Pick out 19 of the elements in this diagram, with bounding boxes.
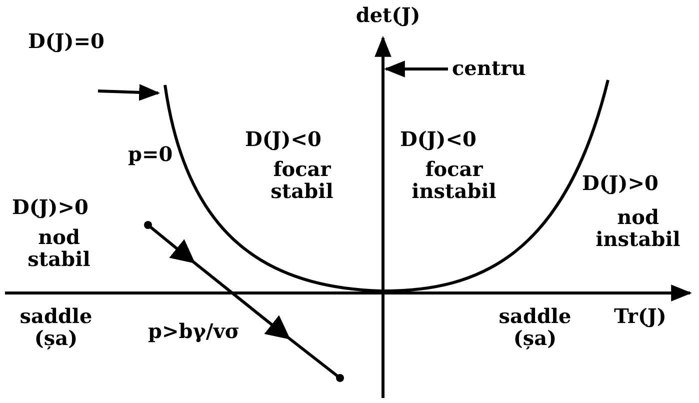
- parameter-label: p>bγ/vσ: [148, 320, 241, 342]
- region-label: focar stabil: [270, 158, 334, 202]
- axis-label: det(J): [354, 4, 422, 26]
- region-label: nod stabil: [26, 226, 92, 270]
- region-label: D(J)<0: [245, 128, 322, 150]
- leader-arrow: [384, 60, 448, 78]
- axis: [374, 36, 392, 398]
- region-label: D(J)>0: [582, 172, 660, 194]
- region-label: focar instabil: [410, 158, 498, 202]
- parameter-label: p=0: [128, 143, 174, 165]
- region-label: nod instabil: [594, 206, 682, 250]
- region-label: saddle (șa): [498, 305, 572, 349]
- region-label: D(J)<0: [400, 128, 478, 150]
- callout-label: D(J)=0: [28, 30, 168, 52]
- axis-label: Tr(J): [614, 305, 668, 327]
- leader-arrow: [98, 84, 160, 101]
- region-label: saddle (șa): [18, 305, 94, 349]
- region-label: D(J)>0: [12, 196, 90, 218]
- callout-label: centru: [452, 57, 552, 79]
